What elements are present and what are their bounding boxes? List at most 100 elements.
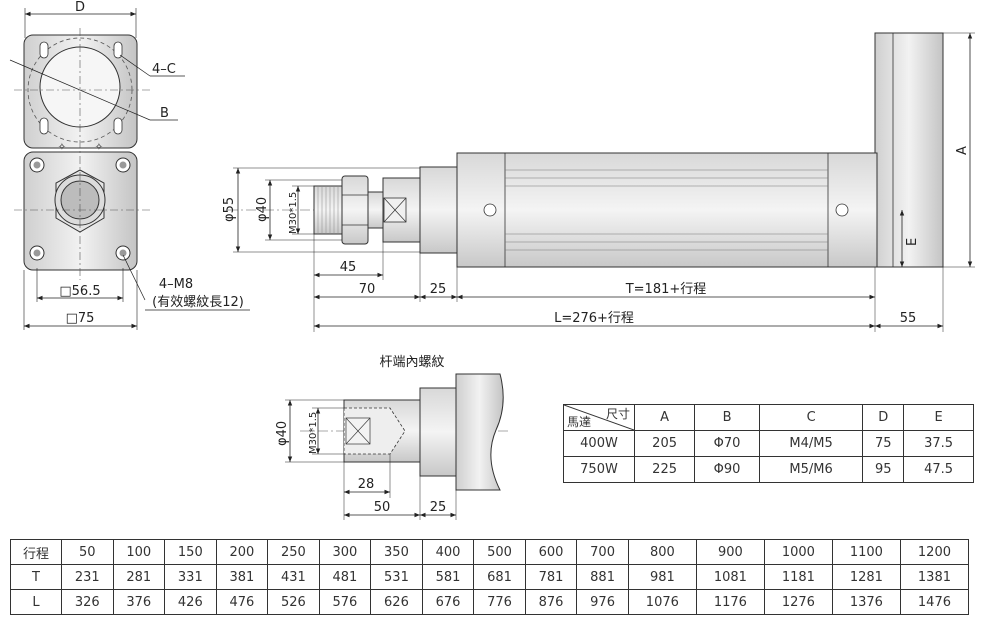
side-view: φ55 φ40 M30*1.5 45 70 25 T=181+行程 L=276+… xyxy=(222,32,975,332)
front-cap xyxy=(419,166,458,254)
value-cell: 1176 xyxy=(695,589,765,615)
value-cell: 200 xyxy=(215,539,269,565)
header-cell: D xyxy=(862,404,905,431)
value-cell: 681 xyxy=(473,564,526,590)
dim-phi55: φ55 xyxy=(222,197,237,222)
label-4m8: 4–M8 xyxy=(159,277,193,292)
value-cell: 426 xyxy=(164,589,217,615)
value-cell: 47.5 xyxy=(903,456,974,483)
detail-dim-phi40: φ40 xyxy=(275,421,290,446)
dim-70: 70 xyxy=(359,282,376,297)
value-cell: 205 xyxy=(633,430,696,457)
dim-55: 55 xyxy=(900,311,917,326)
value-cell: 581 xyxy=(421,564,475,590)
value-cell: 1276 xyxy=(763,589,833,615)
label-b: B xyxy=(160,106,169,121)
value-cell: 1476 xyxy=(899,589,970,615)
dim-75: □75 xyxy=(66,311,95,326)
value-cell: 1076 xyxy=(627,589,697,615)
cut-body xyxy=(455,373,504,491)
value-cell: 75 xyxy=(862,430,905,457)
value-cell: 481 xyxy=(318,564,372,590)
rod-thread xyxy=(313,185,343,235)
value-cell: M5/M6 xyxy=(758,456,864,483)
detail-view: 杆端內螺紋 φ40 M30*1.5 28 50 25 xyxy=(275,355,510,520)
value-cell: 1200 xyxy=(899,539,970,565)
value-cell: 37.5 xyxy=(903,430,974,457)
value-cell: 1100 xyxy=(831,539,901,565)
header-cell: B xyxy=(694,404,760,431)
value-cell: 300 xyxy=(318,539,372,565)
value-cell: 800 xyxy=(627,539,697,565)
slot-icon xyxy=(39,117,49,135)
value-cell: 376 xyxy=(112,589,166,615)
value-cell: 876 xyxy=(524,589,578,615)
dim-d-label: D xyxy=(75,0,85,15)
value-cell: 150 xyxy=(164,539,217,565)
value-cell: 526 xyxy=(267,589,320,615)
value-cell: 95 xyxy=(862,456,905,483)
value-cell: 900 xyxy=(695,539,765,565)
dim-m30: M30*1.5 xyxy=(288,192,299,234)
label-thread-depth: (有效螺紋長12) xyxy=(152,295,244,310)
slot-icon xyxy=(113,117,123,135)
corner-top-label: 尺寸 xyxy=(605,407,630,421)
port-icon xyxy=(835,203,849,217)
table-header-row: 尺寸 馬達 A B C D E xyxy=(563,404,974,431)
detail-dim-50: 50 xyxy=(374,500,391,515)
slot-icon xyxy=(39,41,49,59)
dim-56-5: □56.5 xyxy=(59,284,100,299)
value-cell: 281 xyxy=(112,564,166,590)
detail-title: 杆端內螺紋 xyxy=(379,355,444,370)
value-cell: 576 xyxy=(318,589,372,615)
value-cell: 400 xyxy=(421,539,475,565)
detail-dim-m30: M30*1.5 xyxy=(308,412,319,454)
value-cell: 981 xyxy=(627,564,697,590)
value-cell: 626 xyxy=(370,589,423,615)
svg-text:✧: ✧ xyxy=(95,142,103,153)
dim-25: 25 xyxy=(430,282,447,297)
detail-dim-25: 25 xyxy=(430,500,447,515)
value-cell: 250 xyxy=(267,539,320,565)
value-cell: 326 xyxy=(61,589,114,615)
table-row: 750W 225 Φ90 M5/M6 95 47.5 xyxy=(563,456,974,483)
value-cell: 1376 xyxy=(831,589,901,615)
corner-bottom-label: 馬達 xyxy=(567,415,592,429)
value-cell: 431 xyxy=(267,564,320,590)
value-cell: 381 xyxy=(215,564,269,590)
detail-dim-28: 28 xyxy=(358,477,375,492)
header-cell: E xyxy=(903,404,974,431)
value-cell: 531 xyxy=(370,564,423,590)
value-cell: 600 xyxy=(524,539,578,565)
value-cell: 781 xyxy=(524,564,578,590)
value-cell: 976 xyxy=(576,589,629,615)
dim-a: A xyxy=(955,146,970,155)
dim-l: L=276+行程 xyxy=(554,311,634,326)
value-cell: 676 xyxy=(421,589,475,615)
label-4c: 4–C xyxy=(152,62,176,77)
cylinder-body xyxy=(456,152,878,268)
value-cell: M4/M5 xyxy=(758,430,864,457)
motor-cell: 400W xyxy=(563,430,635,457)
value-cell: 231 xyxy=(61,564,114,590)
value-cell: 776 xyxy=(473,589,526,615)
row-label-cell: T xyxy=(10,564,62,590)
row-label-cell: 行程 xyxy=(10,539,62,565)
motor-dimension-table: 尺寸 馬達 A B C D E 400W 205 Φ70 M4/M5 75 37… xyxy=(563,404,974,483)
value-cell: Φ90 xyxy=(694,456,760,483)
hex-nut-side xyxy=(341,175,369,245)
value-cell: 700 xyxy=(576,539,629,565)
value-cell: 1081 xyxy=(695,564,765,590)
value-cell: 50 xyxy=(61,539,114,565)
value-cell: 1181 xyxy=(763,564,833,590)
value-cell: 1281 xyxy=(831,564,901,590)
slot-icon xyxy=(113,41,123,59)
port-icon xyxy=(483,203,497,217)
value-cell: 476 xyxy=(215,589,269,615)
dim-e: E xyxy=(905,238,920,246)
